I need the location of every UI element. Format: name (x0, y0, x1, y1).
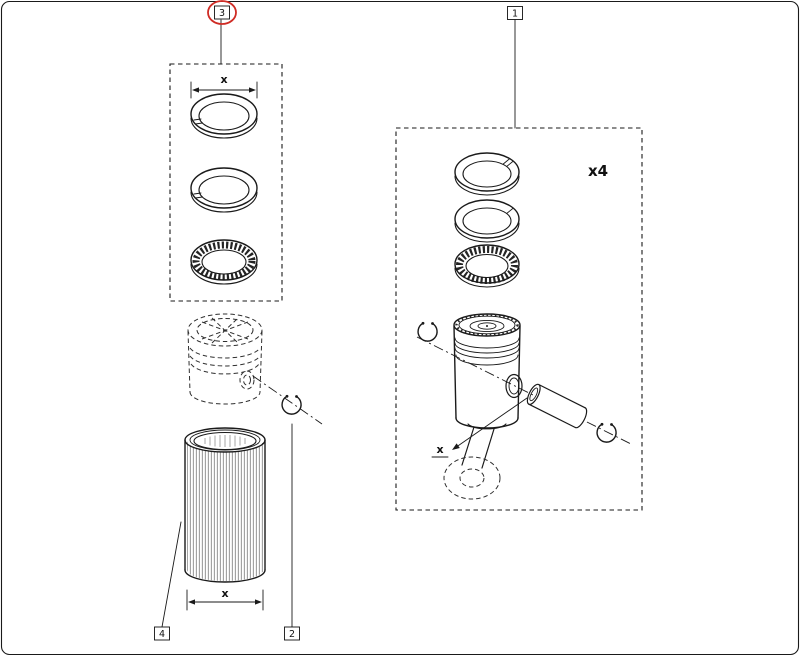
callout-3-label: 3 (219, 8, 225, 19)
callout-2[interactable]: 2 (284, 626, 300, 641)
callout-3[interactable]: 3 (207, 0, 237, 25)
dim-arrow-rings: x (190, 73, 258, 99)
dim-label-pin: x (436, 443, 443, 456)
callout-2-label: 2 (289, 629, 295, 640)
kit-circlip-right (596, 422, 617, 443)
kit-oil-ring (454, 244, 520, 288)
compression-ring-1 (190, 93, 258, 139)
liner-bore-texture (204, 435, 246, 447)
dim-label-rings: x (220, 73, 227, 86)
circlip-left-assembly (252, 375, 323, 425)
callouts: 3 1 4 2 (154, 0, 523, 641)
callout-4[interactable]: 4 (154, 626, 170, 641)
compression-ring-2 (190, 167, 258, 213)
piston-pin (526, 383, 588, 429)
piston-kit-group: x4 (395, 127, 643, 511)
group-3-dashed-box (169, 63, 283, 302)
cylinder-liner (184, 427, 266, 583)
piston-pin-bore (505, 373, 523, 399)
callout-1-label: 1 (512, 9, 518, 20)
quantity-label: x4 (588, 162, 608, 180)
ring-set-group: x (169, 63, 283, 302)
connecting-rod (443, 423, 507, 500)
leader-line-4 (161, 521, 182, 628)
callout-1[interactable]: 1 (507, 6, 523, 20)
kit-compression-ring-2 (454, 199, 520, 243)
callout-3-highlight-circle (207, 0, 237, 25)
pin-centerline (416, 336, 634, 446)
oil-control-ring (190, 239, 258, 285)
pin-centerline-left (252, 375, 323, 425)
piston-phantom (187, 313, 263, 405)
dim-label-liner: x (221, 587, 228, 600)
group-1-dashed-box (395, 127, 643, 511)
kit-circlip-left (417, 321, 438, 342)
kit-compression-ring-1 (454, 152, 520, 196)
dim-leader-pin: x (431, 397, 528, 458)
piston (453, 313, 521, 429)
dim-arrow-liner: x (186, 587, 264, 611)
circlip (281, 394, 302, 415)
callout-4-label: 4 (159, 629, 165, 640)
